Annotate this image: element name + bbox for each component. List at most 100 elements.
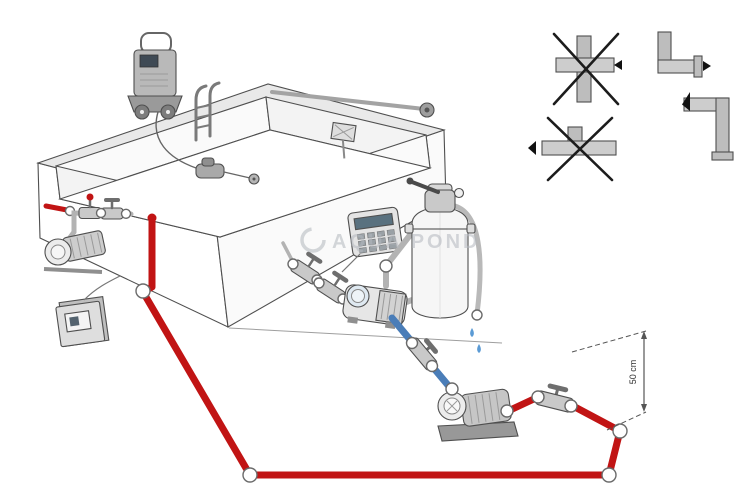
pipe-union-icon xyxy=(405,336,419,350)
watermark-swirl-icon xyxy=(300,227,326,253)
swimming-pool xyxy=(36,83,447,328)
pipe-union-icon xyxy=(531,390,545,404)
arrowhead-down-icon xyxy=(641,404,647,412)
pool-cleaner xyxy=(195,157,260,185)
panel-display xyxy=(353,212,394,231)
pool-ladder xyxy=(194,81,221,142)
strainer-lid xyxy=(50,244,66,260)
dimension-label: 50 cm xyxy=(628,360,638,385)
icon-forbidden-inline xyxy=(528,116,617,182)
box-cable xyxy=(83,275,121,301)
valve-stem xyxy=(333,276,341,287)
pipe-union-icon xyxy=(313,277,325,289)
handle-knob xyxy=(406,177,414,185)
pipe-flange xyxy=(693,55,703,78)
pipe-flange xyxy=(711,151,734,161)
panel-cable xyxy=(341,253,361,273)
cross-out-icon xyxy=(552,32,620,106)
watermark: AQUA POND xyxy=(300,227,480,253)
water-drip-icon xyxy=(477,344,481,353)
pipe-vertical xyxy=(715,97,730,157)
skimmer-box xyxy=(330,121,357,159)
cleaner-hose xyxy=(223,171,251,179)
pipe-union-icon xyxy=(564,399,578,413)
flow-arrow-icon xyxy=(528,141,536,155)
tank-drain-hose xyxy=(452,203,483,317)
flow-arrow-icon xyxy=(682,92,690,111)
rail-pipe xyxy=(270,90,426,111)
box-switch xyxy=(69,316,80,327)
ground-line xyxy=(228,327,503,344)
valve-handle xyxy=(332,270,349,283)
skimmer-stem xyxy=(341,139,346,159)
panel-keypad xyxy=(357,229,397,254)
ladder-rung xyxy=(195,104,211,109)
electrical-box xyxy=(55,275,121,348)
valve-handle xyxy=(306,251,323,264)
booster-pump xyxy=(43,229,106,274)
extension-line xyxy=(571,330,647,353)
depth-dimension: 50 cm xyxy=(571,330,647,431)
valve-handle xyxy=(424,338,438,354)
icon-correct-elbow-upper xyxy=(657,31,711,78)
pipe-union-icon xyxy=(425,359,439,373)
red-line-valve xyxy=(531,383,578,413)
arrowhead-up-icon xyxy=(641,331,647,339)
pump-foot xyxy=(347,316,359,324)
rim-rail-pipe xyxy=(270,90,435,118)
drain-center xyxy=(252,177,256,181)
filter-tank xyxy=(404,177,483,353)
pipe-elbow-fittings xyxy=(64,205,628,483)
lid-cross xyxy=(446,400,458,412)
pipe-horizontal xyxy=(657,59,699,74)
multiport-valve xyxy=(424,189,456,213)
pipe-elbow-icon xyxy=(242,467,258,483)
extension-line xyxy=(606,411,647,431)
pipe-union-icon xyxy=(120,208,132,220)
cleaner-caddy xyxy=(127,32,183,120)
pipe-union-icon xyxy=(379,259,393,273)
pipe-union-icon xyxy=(445,382,459,396)
ladder-rung xyxy=(195,124,211,129)
ladder-rail xyxy=(194,84,208,142)
cross-out-icon xyxy=(546,116,614,182)
pressure-gauge-icon xyxy=(453,187,465,199)
pipe-elbow-icon xyxy=(601,467,617,483)
flow-arrow-icon xyxy=(614,60,622,70)
pipe-elbow-icon xyxy=(612,423,628,439)
wheel-hub xyxy=(140,110,144,114)
wall-inlet-center xyxy=(424,107,430,113)
wheel-hub xyxy=(166,110,170,114)
pump-base xyxy=(43,267,103,274)
valve-handle xyxy=(547,383,569,393)
cleaner-cable xyxy=(155,111,197,169)
skimmer-grid xyxy=(333,126,354,138)
pipe-union-icon xyxy=(95,207,107,219)
pipe-union-icon xyxy=(471,309,483,321)
water-drip-icon xyxy=(470,328,474,337)
pipe-union-icon xyxy=(287,258,299,270)
flow-arrow-icon xyxy=(703,61,711,71)
icon-forbidden-tee xyxy=(552,32,622,106)
icon-correct-elbow-lower xyxy=(682,92,734,161)
red-valve-knob xyxy=(147,213,157,223)
prefilter-window xyxy=(351,289,365,303)
cleaner-top xyxy=(201,157,215,167)
pipe-elbow-icon xyxy=(135,283,151,299)
remote-pump xyxy=(437,382,519,442)
clamp-bolt xyxy=(466,223,476,234)
left-valve-cluster xyxy=(71,193,134,235)
clamp-bolt xyxy=(404,223,414,234)
valve-handle xyxy=(410,180,440,194)
pool-floor xyxy=(57,129,433,238)
red-pipe-left-stub xyxy=(43,203,70,213)
red-valve-knob xyxy=(86,193,94,201)
caddy-screen xyxy=(139,54,159,68)
watermark-text: AQUA POND xyxy=(332,231,480,253)
control-panel xyxy=(341,206,403,273)
ladder-rail xyxy=(208,81,221,138)
isolation-valves xyxy=(287,251,349,305)
pipe-union-icon xyxy=(500,404,514,418)
